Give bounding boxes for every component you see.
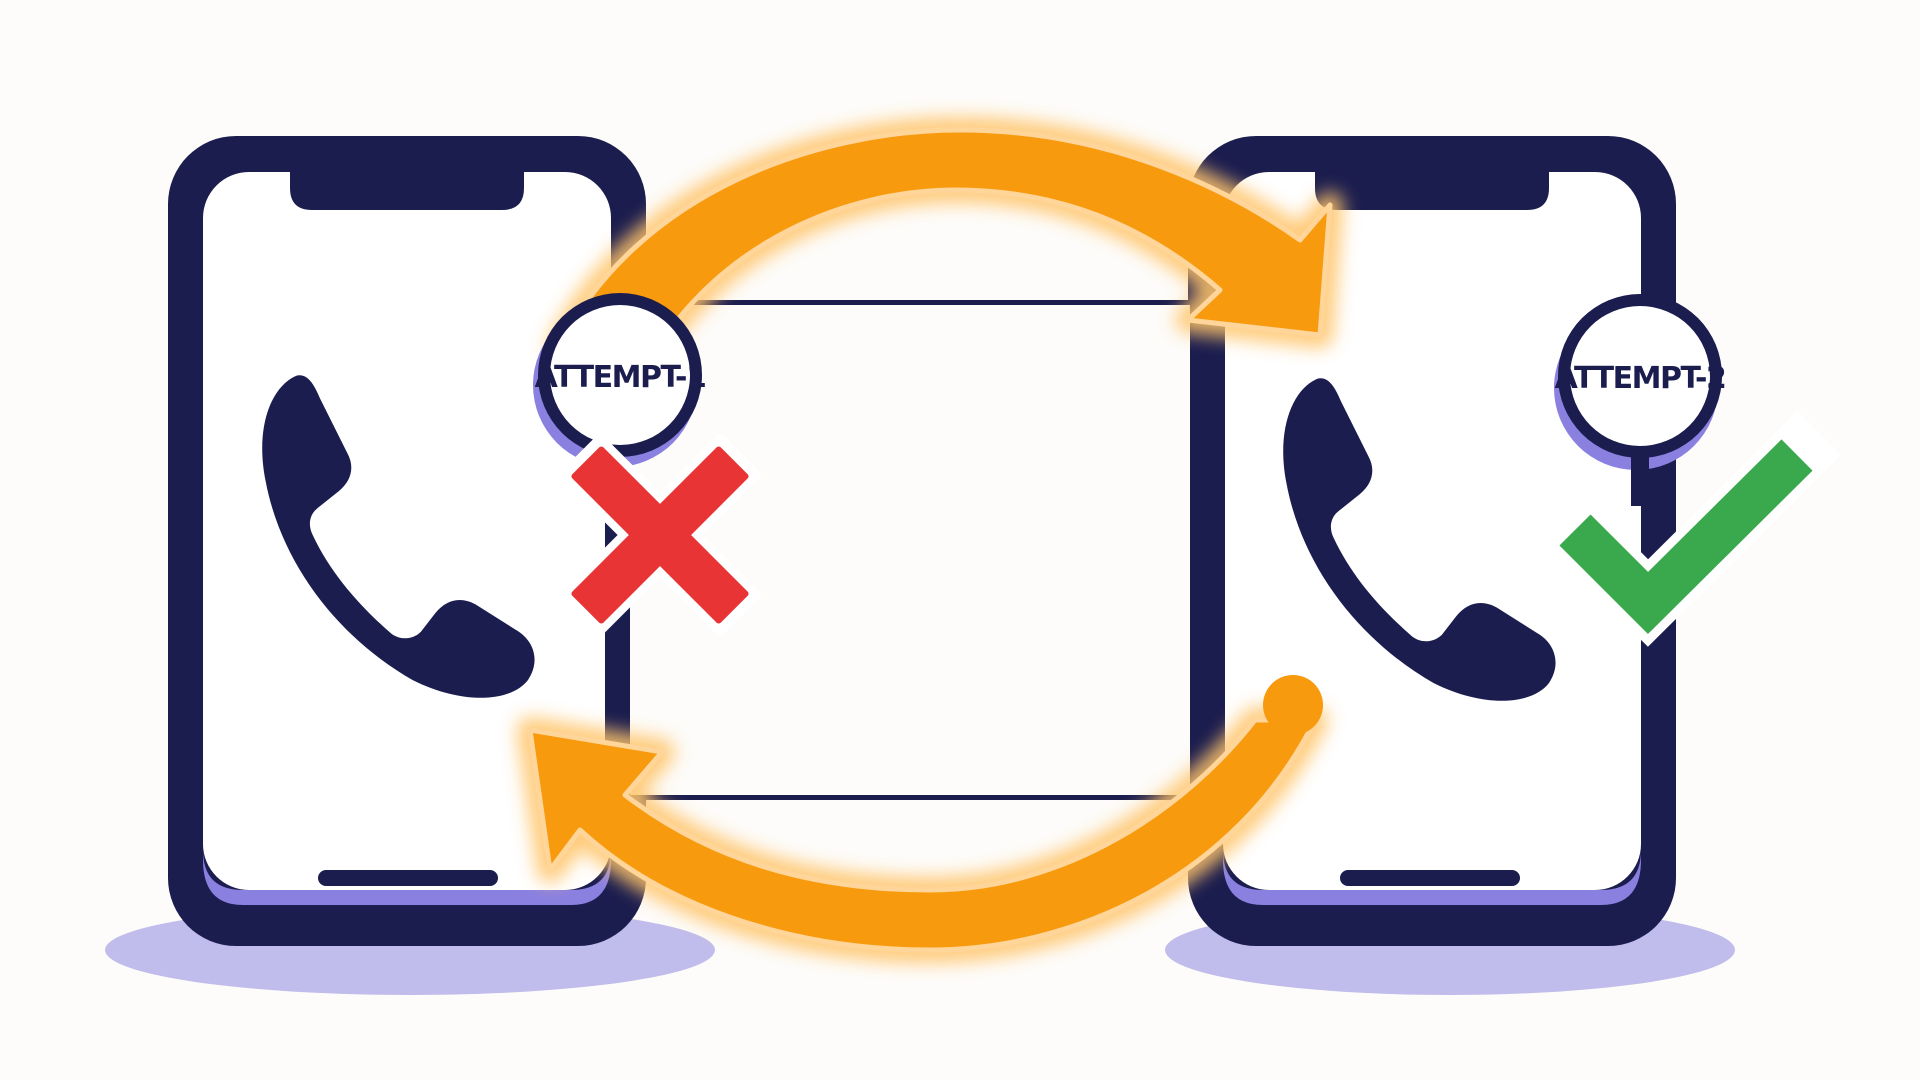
attempt-1-label: ATTEMPT-1 [535, 360, 706, 395]
center-panel [630, 305, 1190, 795]
left-phone-notch [290, 172, 524, 210]
top-cycle-arrow [557, 127, 1333, 363]
left-phone-screen [203, 172, 611, 890]
retry-cycle-arrows-icon [517, 117, 1343, 963]
attempt-1-badge: ATTEMPT-1 [533, 293, 707, 467]
attempt-2-badge: ATTEMPT-2 [1554, 294, 1727, 506]
green-check-icon [1531, 411, 1841, 647]
right-phone-screen [1223, 172, 1641, 890]
bottom-cycle-arrow [527, 717, 1318, 953]
right-phone-notch [1315, 172, 1549, 210]
right-phone-screen-accent [1223, 850, 1641, 905]
left-phone-home-bar [318, 870, 498, 886]
attempt-2-label: ATTEMPT-2 [1555, 361, 1726, 396]
red-x-icon [559, 434, 761, 636]
right-phone-home-bar [1340, 870, 1520, 886]
left-phone-screen-accent [203, 850, 611, 905]
